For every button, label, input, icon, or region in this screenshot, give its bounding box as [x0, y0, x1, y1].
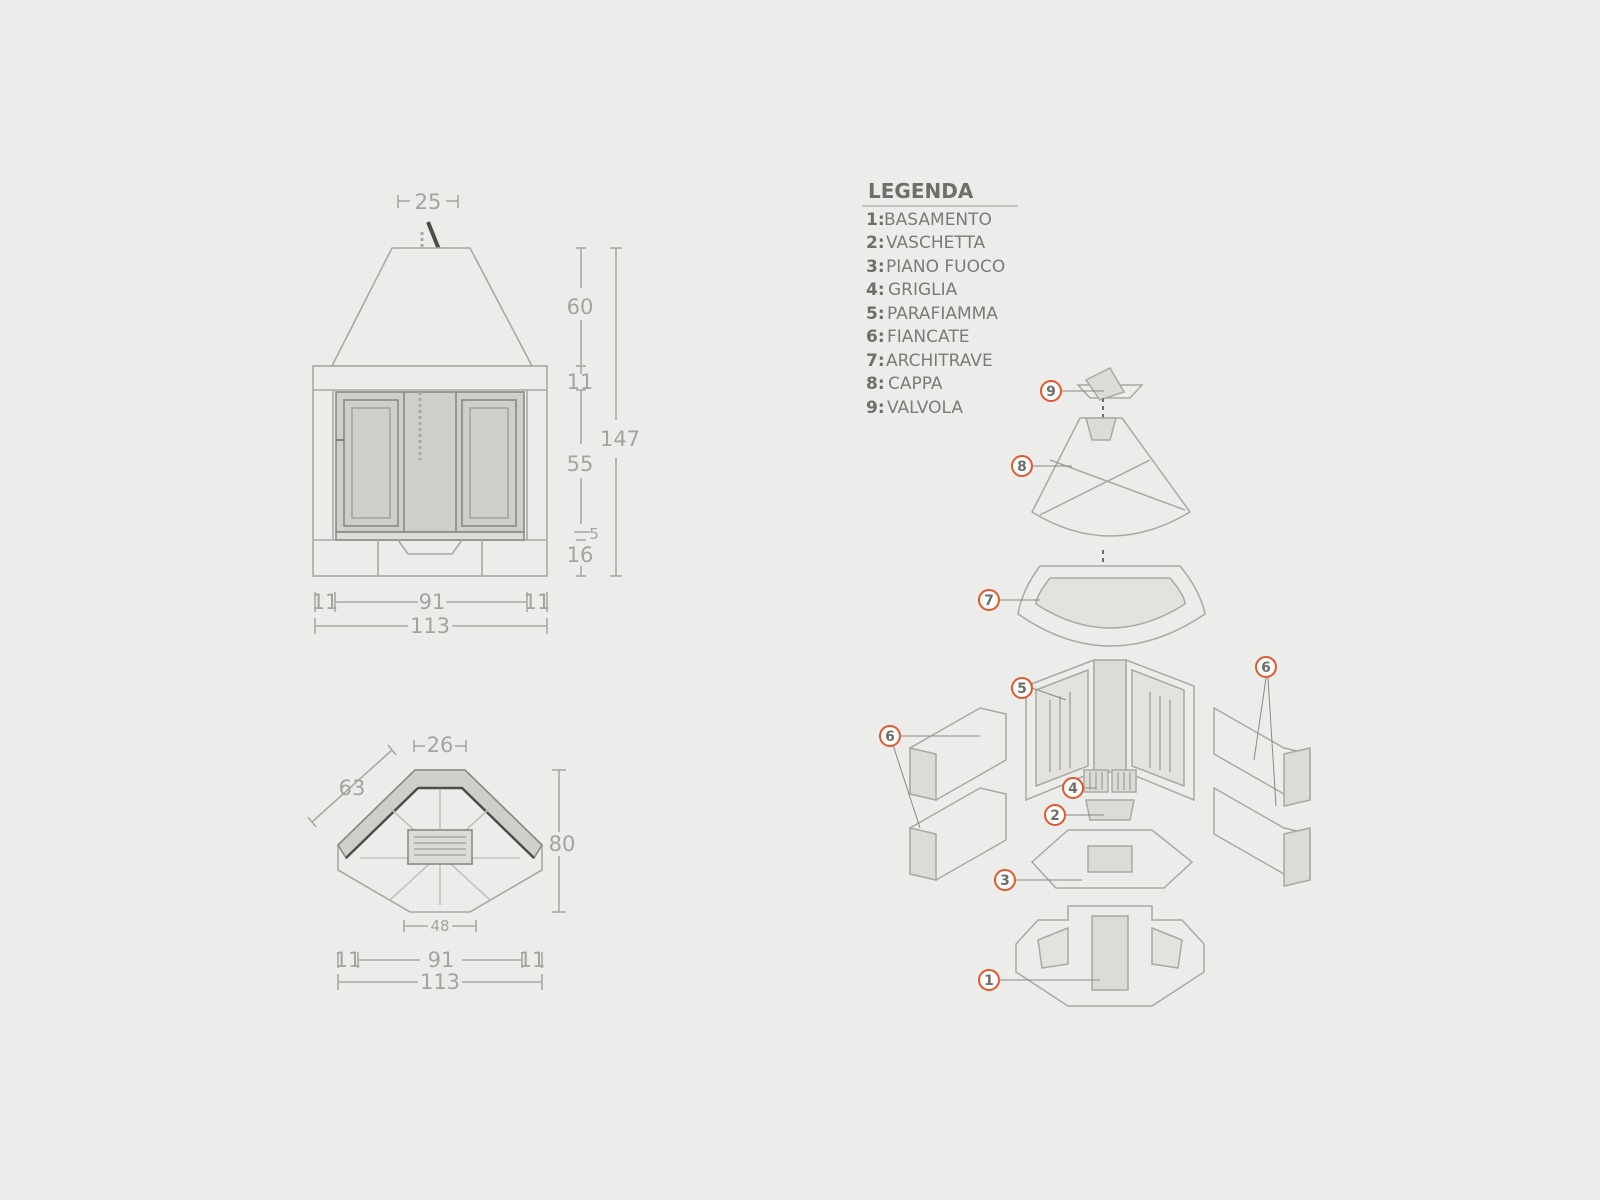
dim-flue-width: 25 [415, 190, 442, 214]
callout-leaders [892, 390, 1277, 981]
legend: LEGENDA 1: BASAMENTO 2: VASCHETTA 3: PIA… [862, 179, 1018, 418]
part-hood [1031, 417, 1192, 537]
legend-title: LEGENDA [868, 179, 974, 203]
callout-5: 5 [1011, 677, 1033, 699]
legend-label-1: BASAMENTO [884, 210, 992, 230]
exploded-view [909, 367, 1311, 1007]
legend-label-6: FIANCATE [887, 327, 969, 347]
front-dimensions: 25 60 11 55 5 16 147 11 91 11 113 [312, 190, 640, 638]
svg-text:7: 7 [984, 593, 994, 609]
dim-total-height: 147 [600, 427, 640, 451]
legend-label-4: GRIGLIA [888, 280, 958, 300]
svg-text:6: 6 [885, 729, 895, 745]
dim-side-left: 11 [312, 590, 339, 614]
svg-text:6: 6 [1261, 660, 1271, 676]
callout-6-left: 6 [879, 725, 901, 747]
dim-plan-diagonal: 63 [339, 776, 366, 800]
legend-label-3: PIANO FUOCO [886, 257, 1005, 277]
legend-num-9: 9: [866, 398, 885, 418]
legend-label-7: ARCHITRAVE [886, 351, 993, 371]
part-ash-pan [1085, 799, 1135, 821]
dim-plan-side-left: 11 [335, 948, 362, 972]
dim-hood-height: 60 [567, 295, 594, 319]
legend-label-8: CAPPA [888, 374, 943, 394]
svg-text:2: 2 [1050, 808, 1060, 824]
part-side-panels-left [909, 707, 1007, 881]
callout-7: 7 [978, 589, 1000, 611]
dim-plan-flue-width: 26 [427, 733, 454, 757]
dim-opening-width: 91 [419, 590, 446, 614]
legend-label-9: VALVOLA [887, 398, 963, 418]
callouts: 9 8 7 5 4 2 3 1 [879, 380, 1277, 991]
svg-text:5: 5 [1017, 681, 1027, 697]
svg-text:4: 4 [1068, 781, 1078, 797]
part-flame-guard [1025, 658, 1195, 802]
front-elevation [312, 195, 622, 634]
part-side-panels-right [1213, 706, 1311, 887]
dim-plan-back-width: 48 [430, 917, 449, 935]
legend-num-7: 7: [866, 351, 885, 371]
legend-num-3: 3: [866, 257, 885, 277]
legend-label-2: VASCHETTA [886, 233, 986, 253]
dim-plan-opening-width: 91 [428, 948, 455, 972]
dim-opening-height: 55 [567, 452, 594, 476]
dim-base-height: 16 [567, 543, 594, 567]
legend-num-1: 1: [866, 210, 885, 230]
legend-num-5: 5: [866, 304, 885, 324]
dim-plan-side-right: 11 [519, 948, 546, 972]
part-grill [1083, 769, 1137, 793]
svg-text:3: 3 [1000, 873, 1010, 889]
dim-plan-total-width: 113 [420, 970, 460, 994]
legend-num-2: 2: [866, 233, 885, 253]
callout-3: 3 [994, 869, 1016, 891]
dim-plan-depth: 80 [549, 832, 576, 856]
callout-6-right: 6 [1255, 656, 1277, 678]
svg-text:1: 1 [984, 973, 994, 989]
part-base [1015, 905, 1205, 1007]
callout-8: 8 [1011, 455, 1033, 477]
legend-label-5: PARAFIAMMA [887, 304, 998, 324]
plan-view [307, 740, 566, 990]
callout-1: 1 [978, 969, 1000, 991]
svg-text:8: 8 [1017, 459, 1027, 475]
legend-num-8: 8: [866, 374, 885, 394]
dim-total-width: 113 [410, 614, 450, 638]
dim-lintel-height: 11 [567, 370, 594, 394]
callout-2: 2 [1044, 804, 1066, 826]
dim-hearth-step: 5 [589, 525, 599, 543]
callout-9: 9 [1040, 380, 1062, 402]
legend-num-4: 4: [866, 280, 885, 300]
plan-dimensions: 26 63 80 48 11 91 11 113 [335, 733, 576, 994]
dim-side-right: 11 [524, 590, 551, 614]
callout-4: 4 [1062, 777, 1084, 799]
svg-text:9: 9 [1046, 384, 1056, 400]
legend-num-6: 6: [866, 327, 885, 347]
